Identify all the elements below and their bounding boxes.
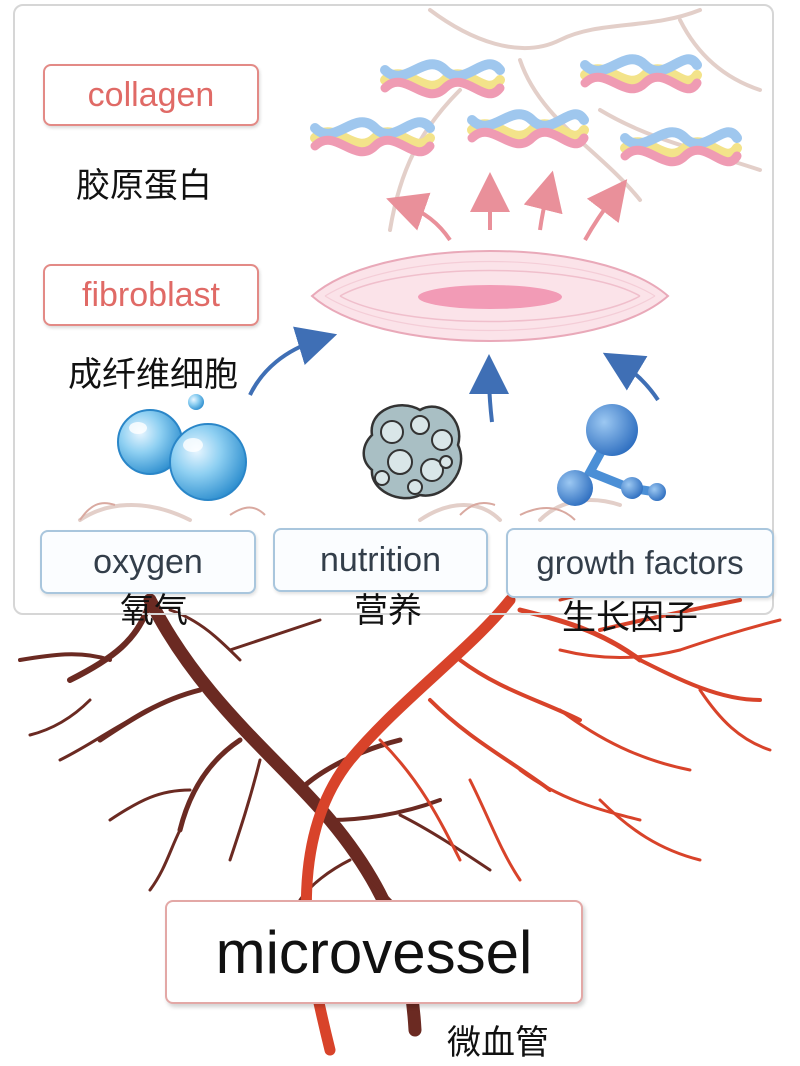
microvessel-label: microvessel: [165, 900, 583, 1004]
collagen-fibre-5: [620, 127, 742, 167]
collagen-fibres: [310, 54, 742, 167]
collagen-label-cn: 胶原蛋白: [76, 166, 212, 206]
oxygen-label: oxygen: [40, 530, 256, 594]
fibroblast-label: fibroblast: [43, 264, 259, 326]
capillary-tips: [79, 502, 576, 521]
collagen-fibre-2: [580, 54, 702, 94]
collagen-arrows: [386, 170, 628, 242]
fibroblast-cell: [310, 250, 670, 342]
upper-panel-frame: [13, 4, 774, 615]
growth-factors-label: growth factors: [506, 528, 774, 598]
growth-factor-molecule-icon: [557, 404, 666, 506]
fibroblast-label-cn: 成纤维细胞: [68, 355, 238, 395]
nutrition-label: nutrition: [273, 528, 488, 592]
nutrition-label-cn: 营养: [354, 591, 422, 631]
collagen-fibre-1: [380, 59, 505, 99]
supply-arrows: [248, 326, 660, 423]
growth-factors-label-cn: 生长因子: [562, 598, 698, 638]
microvessel-label-cn: 微血管: [447, 1023, 549, 1063]
nutrition-cluster-icon: [362, 404, 463, 500]
collagen-fibre-3: [310, 117, 435, 157]
oxygen-label-cn: 氧气: [120, 591, 188, 631]
collagen-fibre-4: [467, 109, 589, 149]
oxygen-bubbles-icon: [117, 394, 247, 501]
collagen-label: collagen: [43, 64, 259, 126]
